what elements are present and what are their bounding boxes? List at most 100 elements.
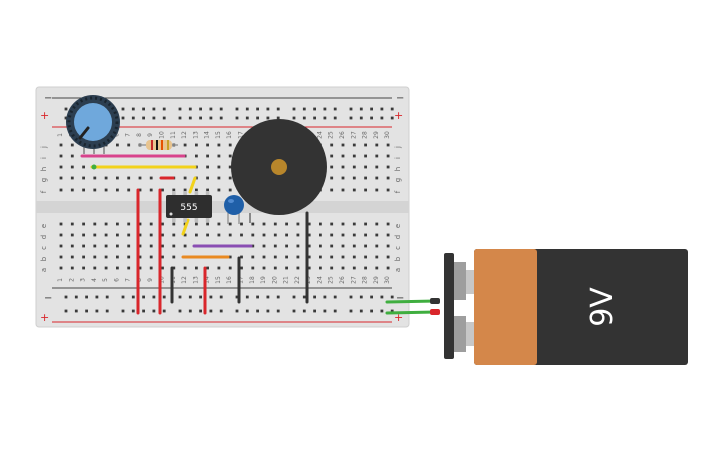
breadboard-hole[interactable] <box>341 154 345 158</box>
ic-555[interactable]: 555 <box>166 191 212 222</box>
breadboard-hole[interactable] <box>307 244 311 248</box>
breadboard-hole[interactable] <box>70 266 74 270</box>
breadboard-hole[interactable] <box>262 266 266 270</box>
breadboard-hole[interactable] <box>235 295 239 299</box>
breadboard-hole[interactable] <box>116 176 119 180</box>
breadboard-hole[interactable] <box>127 176 131 180</box>
breadboard-hole[interactable] <box>172 188 176 192</box>
breadboard-hole[interactable] <box>172 222 176 226</box>
breadboard-hole[interactable] <box>341 188 345 192</box>
breadboard-hole[interactable] <box>240 233 243 237</box>
breadboard-hole[interactable] <box>188 309 192 313</box>
breadboard-hole[interactable] <box>219 116 223 120</box>
breadboard-hole[interactable] <box>349 309 353 313</box>
breadboard-hole[interactable] <box>375 154 379 158</box>
breadboard-hole[interactable] <box>319 233 322 237</box>
breadboard-hole[interactable] <box>82 176 85 180</box>
breadboard-hole[interactable] <box>333 116 337 120</box>
yellow-jumper-wire[interactable] <box>188 176 197 194</box>
breadboard-hole[interactable] <box>228 165 232 169</box>
breadboard-hole[interactable] <box>307 255 311 259</box>
breadboard-hole[interactable] <box>70 255 74 259</box>
breadboard-hole[interactable] <box>341 244 345 248</box>
breadboard-hole[interactable] <box>386 188 390 192</box>
breadboard-hole[interactable] <box>313 107 316 111</box>
breadboard-hole[interactable] <box>82 222 85 226</box>
breadboard-hole[interactable] <box>330 176 334 180</box>
breadboard-hole[interactable] <box>74 309 78 313</box>
breadboard-hole[interactable] <box>219 309 223 313</box>
breadboard-hole[interactable] <box>104 255 108 259</box>
breadboard-hole[interactable] <box>105 295 109 299</box>
breadboard-hole[interactable] <box>116 233 119 237</box>
breadboard-hole[interactable] <box>375 233 379 237</box>
breadboard-hole[interactable] <box>93 222 97 226</box>
breadboard-hole[interactable] <box>228 154 232 158</box>
breadboard-hole[interactable] <box>390 116 394 120</box>
breadboard-hole[interactable] <box>74 295 78 299</box>
breadboard-hole[interactable] <box>209 309 213 313</box>
breadboard-hole[interactable] <box>195 222 198 226</box>
breadboard-hole[interactable] <box>380 309 384 313</box>
breadboard-hole[interactable] <box>59 154 63 158</box>
breadboard-hole[interactable] <box>206 233 209 237</box>
breadboard-hole[interactable] <box>386 266 390 270</box>
breadboard-hole[interactable] <box>217 143 221 147</box>
breadboard-hole[interactable] <box>104 188 108 192</box>
breadboard-hole[interactable] <box>206 154 209 158</box>
yellow-jumper-wire[interactable] <box>181 218 190 236</box>
breadboard-hole[interactable] <box>313 295 316 299</box>
breadboard-hole[interactable] <box>330 165 334 169</box>
capacitor[interactable] <box>224 195 244 224</box>
breadboard-hole[interactable] <box>206 176 209 180</box>
breadboard-hole[interactable] <box>93 233 97 237</box>
breadboard-hole[interactable] <box>127 233 131 237</box>
breadboard-hole[interactable] <box>364 143 367 147</box>
breadboard-hole[interactable] <box>183 266 187 270</box>
breadboard-hole[interactable] <box>319 266 322 270</box>
breadboard-hole[interactable] <box>161 244 164 248</box>
breadboard-hole[interactable] <box>359 295 363 299</box>
breadboard-hole[interactable] <box>188 116 192 120</box>
breadboard-hole[interactable] <box>235 309 239 313</box>
breadboard-hole[interactable] <box>341 143 345 147</box>
breadboard-hole[interactable] <box>199 309 202 313</box>
breadboard-hole[interactable] <box>178 107 182 111</box>
breadboard-hole[interactable] <box>256 116 259 120</box>
breadboard-hole[interactable] <box>121 295 125 299</box>
breadboard-hole[interactable] <box>228 266 232 270</box>
breadboard-hole[interactable] <box>235 116 239 120</box>
breadboard-hole[interactable] <box>85 309 88 313</box>
breadboard-hole[interactable] <box>195 154 198 158</box>
breadboard-hole[interactable] <box>199 295 202 299</box>
breadboard-hole[interactable] <box>206 222 209 226</box>
breadboard-hole[interactable] <box>364 188 367 192</box>
breadboard-hole[interactable] <box>273 244 277 248</box>
breadboard-hole[interactable] <box>199 107 202 111</box>
breadboard-hole[interactable] <box>183 176 187 180</box>
breadboard-hole[interactable] <box>138 233 142 237</box>
breadboard-hole[interactable] <box>149 176 153 180</box>
breadboard-hole[interactable] <box>386 244 390 248</box>
breadboard-hole[interactable] <box>245 295 249 299</box>
breadboard-hole[interactable] <box>276 309 280 313</box>
breadboard-hole[interactable] <box>172 255 176 259</box>
breadboard-hole[interactable] <box>370 107 373 111</box>
pot-knob[interactable] <box>74 103 112 141</box>
breadboard-hole[interactable] <box>149 266 153 270</box>
breadboard-hole[interactable] <box>152 295 156 299</box>
breadboard-hole[interactable] <box>276 116 280 120</box>
breadboard-hole[interactable] <box>262 233 266 237</box>
breadboard-hole[interactable] <box>178 116 182 120</box>
breadboard-hole[interactable] <box>161 266 164 270</box>
breadboard-hole[interactable] <box>319 244 322 248</box>
breadboard-hole[interactable] <box>195 233 198 237</box>
breadboard-hole[interactable] <box>104 222 108 226</box>
breadboard-hole[interactable] <box>375 266 379 270</box>
breadboard-hole[interactable] <box>380 107 384 111</box>
breadboard-hole[interactable] <box>138 255 142 259</box>
breadboard-hole[interactable] <box>219 107 223 111</box>
breadboard-hole[interactable] <box>138 244 142 248</box>
breadboard-hole[interactable] <box>59 222 63 226</box>
breadboard-hole[interactable] <box>375 222 379 226</box>
